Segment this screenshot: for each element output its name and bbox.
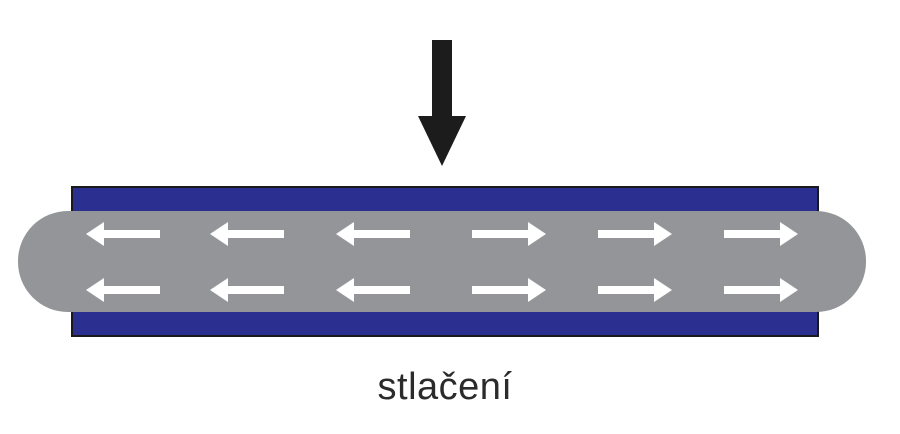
arrow-right-icon bbox=[724, 278, 798, 302]
arrow-right-icon bbox=[598, 222, 672, 246]
flow-arrows-row-top bbox=[86, 222, 798, 246]
arrow-left-icon bbox=[86, 222, 160, 246]
force-arrow-icon bbox=[418, 40, 466, 166]
arrow-right-icon bbox=[724, 222, 798, 246]
arrow-left-icon bbox=[86, 278, 160, 302]
arrow-left-icon bbox=[210, 222, 284, 246]
caption-label: stlačení bbox=[377, 366, 513, 408]
flow-arrows-row-bottom bbox=[86, 278, 798, 302]
arrow-left-icon bbox=[336, 222, 410, 246]
top-plate bbox=[71, 186, 819, 214]
arrow-right-icon bbox=[472, 278, 546, 302]
fluid-layer bbox=[18, 211, 866, 312]
arrow-right-icon bbox=[472, 222, 546, 246]
bottom-plate bbox=[71, 309, 819, 337]
arrow-left-icon bbox=[336, 278, 410, 302]
arrow-right-icon bbox=[598, 278, 672, 302]
arrow-left-icon bbox=[210, 278, 284, 302]
